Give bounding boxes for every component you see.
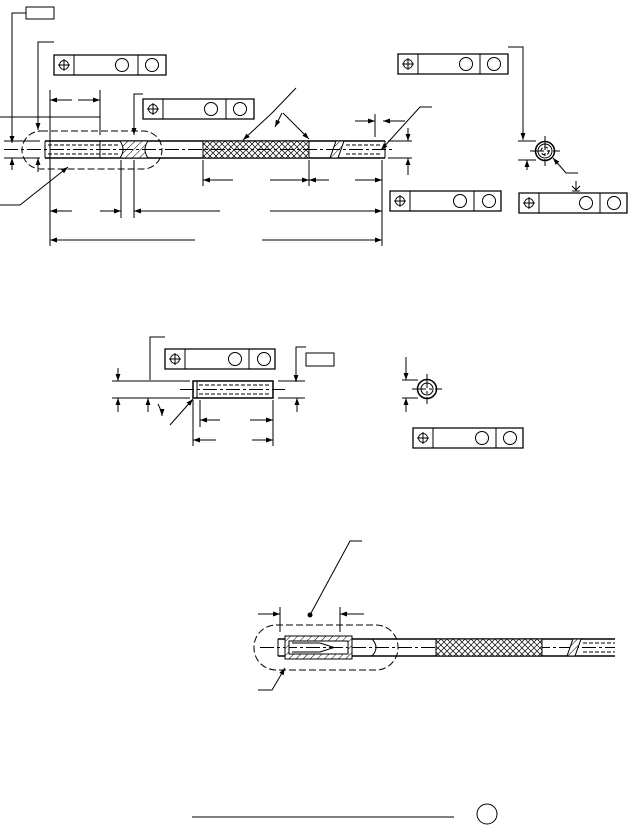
feature-control-frame [165, 349, 275, 369]
datum-label-box [26, 7, 54, 19]
view-shaft-end [390, 47, 627, 213]
view-sleeve-side [112, 337, 334, 446]
circle-diameter-symbol [608, 197, 621, 210]
position-tolerance-symbol [523, 197, 535, 209]
circle-diameter-symbol [205, 103, 218, 116]
position-tolerance-symbol [147, 103, 159, 115]
leader-datum [9, 13, 26, 143]
position-tolerance-symbol [394, 195, 406, 207]
circle-diameter-symbol [258, 353, 271, 366]
feature-control-frame [54, 55, 166, 75]
circle-diameter-symbol [477, 804, 497, 824]
feature-control-frame [398, 54, 508, 74]
circle-diameter-symbol [483, 195, 496, 208]
circle-diameter-symbol [116, 59, 129, 72]
circle-diameter-symbol [454, 195, 467, 208]
knurled-grip [436, 639, 542, 656]
section-break-hatch [120, 141, 148, 158]
position-tolerance-symbol [58, 59, 70, 71]
figure-footer [192, 804, 497, 824]
feature-control-frame [143, 99, 254, 119]
circle-diameter-symbol [580, 197, 593, 210]
position-tolerance-symbol [169, 353, 181, 365]
feature-control-frame [519, 193, 627, 213]
section-break-hatch [285, 636, 352, 659]
datum-label-box [306, 353, 334, 366]
circle-diameter-symbol [234, 103, 247, 116]
circle-diameter-symbol [460, 58, 473, 71]
circle-diameter-symbol [229, 353, 242, 366]
detail-outline [22, 131, 162, 169]
feature-control-frame [413, 428, 523, 448]
feature-control-frame [390, 191, 501, 211]
view-assembly [254, 541, 615, 690]
leader-fcf-1 [35, 42, 54, 130]
position-tolerance-symbol [417, 432, 429, 444]
leader-fcf-2 [131, 94, 143, 135]
position-tolerance-symbol [402, 58, 414, 70]
circle-diameter-symbol [476, 432, 489, 445]
circle-diameter-symbol [146, 59, 159, 72]
depth-symbol [572, 181, 580, 191]
view-sleeve-end [402, 357, 523, 448]
view-shaft-side [0, 7, 432, 246]
circle-diameter-symbol [504, 432, 517, 445]
circle-diameter-symbol [488, 58, 501, 71]
